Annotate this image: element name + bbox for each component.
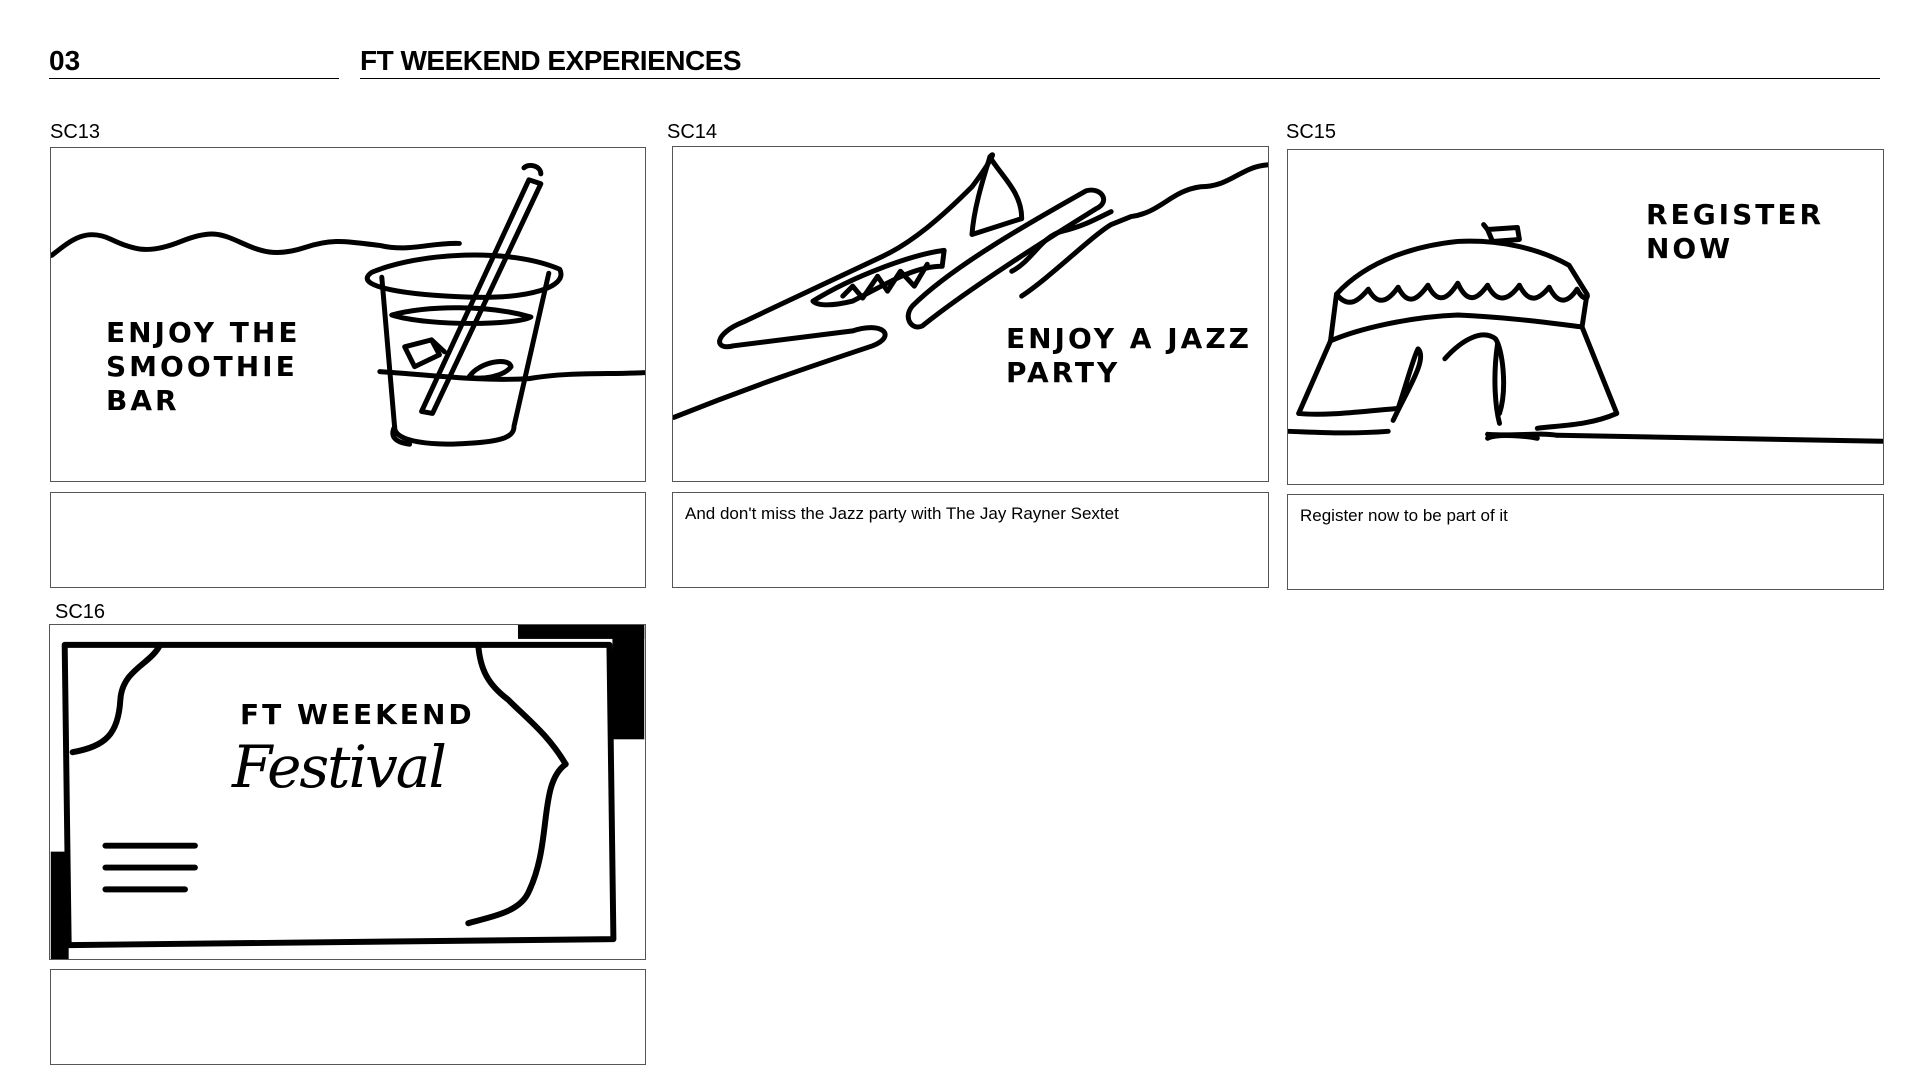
trombone-illustration: [673, 152, 1268, 420]
slide-title: FT WEEKEND EXPERIENCES: [360, 44, 1880, 79]
scene-label-sc14: SC14: [667, 121, 718, 143]
storyboard-frame-sc16[interactable]: FT WEEKEND Festival: [49, 624, 646, 960]
slide-number: 03: [49, 44, 339, 79]
frame-headline: REGISTER NOW: [1646, 198, 1825, 265]
storyboard-frame-sc15[interactable]: REGISTER NOW: [1287, 149, 1884, 485]
frame-headline: ENJOY THE SMOOTHIE BAR: [106, 316, 301, 417]
festival-script-text: Festival: [232, 733, 447, 801]
caption-box-sc13[interactable]: [50, 492, 646, 588]
smoothie-cup-illustration: [51, 163, 645, 447]
storyboard-frame-sc13[interactable]: ENJOY THE SMOOTHIE BAR: [50, 147, 646, 482]
festival-ticket-illustration: [50, 625, 645, 959]
caption-box-sc15[interactable]: Register now to be part of it: [1287, 494, 1884, 590]
frame-headline: ENJOY A JAZZ PARTY: [1006, 322, 1252, 389]
storyboard-frame-sc14[interactable]: ENJOY A JAZZ PARTY: [672, 146, 1269, 482]
frame-headline: FT WEEKEND: [240, 698, 475, 731]
scene-label-sc15: SC15: [1286, 121, 1337, 143]
scene-label-sc13: SC13: [50, 121, 101, 143]
caption-box-sc14[interactable]: And don't miss the Jazz party with The J…: [672, 492, 1269, 588]
marquee-tent-illustration: [1288, 222, 1883, 444]
caption-box-sc16[interactable]: [50, 969, 646, 1065]
scene-label-sc16: SC16: [55, 601, 106, 623]
